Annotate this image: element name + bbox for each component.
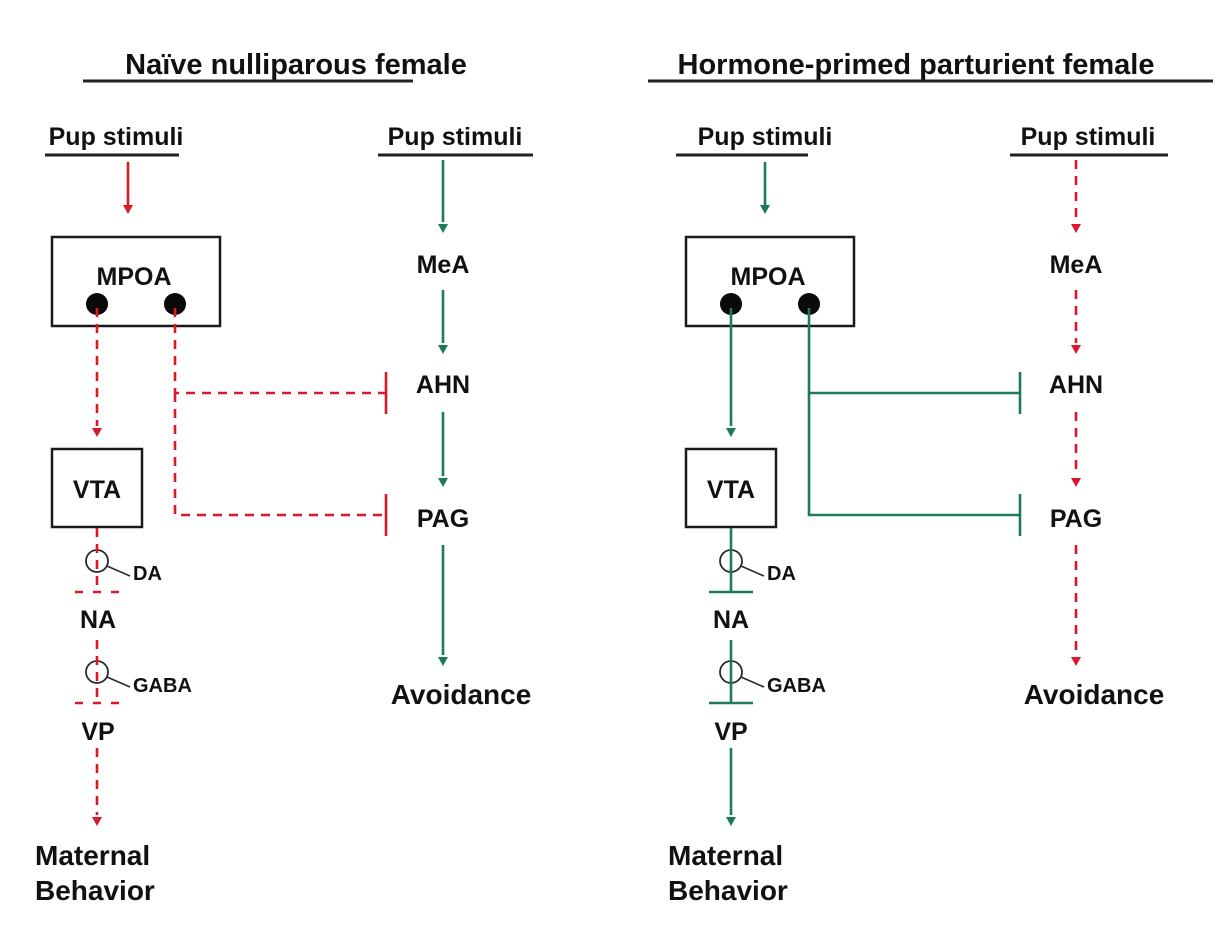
panel-title: Hormone-primed parturient female [678,49,1155,81]
mpoa-neuron-right [798,293,820,315]
arrowhead-icon [1071,657,1081,666]
arrowhead-icon [92,817,102,826]
panel-naive-female: Naïve nulliparous female Pup stimuli MPO… [35,49,533,906]
da-leader-line [106,565,131,577]
da-label: DA [767,563,796,585]
da-label: DA [133,563,162,585]
maternal-behavior-label-line1: Maternal [35,840,150,871]
vta-box [50,447,144,529]
edge-mpoa-to-ahn [173,308,386,395]
edge-mpoa-to-pag [807,393,1020,517]
avoidance-label: Avoidance [1024,679,1165,710]
mpoa-label: MPOA [731,263,806,291]
edge-mpoa-to-ahn [807,308,1020,395]
arrowhead-icon [726,817,736,826]
panel-edges [709,160,1081,826]
arrowhead-icon [438,657,448,666]
arrowhead-icon [760,205,770,214]
mpoa-neuron-left [720,293,742,315]
mea-label: MeA [1050,251,1103,279]
mpoa-label: MPOA [97,263,172,291]
arrowhead-icon [438,478,448,487]
vp-label: VP [714,718,747,746]
maternal-behavior-label-line1: Maternal [668,840,783,871]
panel-edges [75,160,448,826]
gaba-label: GABA [133,675,192,697]
pag-label: PAG [1050,505,1102,533]
mpoa-box [50,235,222,328]
arrowhead-icon [92,428,102,437]
arrowhead-icon [123,205,133,214]
arrowhead-icon [438,345,448,354]
na-label: NA [80,606,116,634]
gaba-leader-line [740,676,765,688]
edge-mpoa-to-pag [173,393,386,517]
vp-label: VP [81,718,114,746]
mpoa-box [684,235,856,328]
mpoa-neuron-left [86,293,108,315]
ahn-label: AHN [1049,371,1103,399]
pup-stimuli-label-right: Pup stimuli [1021,123,1156,151]
arrowhead-icon [726,428,736,437]
mea-label: MeA [417,251,470,279]
vta-box [684,447,778,529]
maternal-behavior-label-line2: Behavior [35,875,155,906]
arrowhead-icon [1071,478,1081,487]
arrowhead-icon [1071,345,1081,354]
na-label: NA [713,606,749,634]
gaba-label: GABA [767,675,826,697]
ahn-label: AHN [416,371,470,399]
pup-stimuli-label-left: Pup stimuli [698,123,833,151]
maternal-behavior-label-line2: Behavior [668,875,788,906]
arrowhead-icon [1071,224,1081,233]
pag-label: PAG [417,505,469,533]
vta-label: VTA [707,476,755,504]
pup-stimuli-label-right: Pup stimuli [388,123,523,151]
panel-primed-female: Hormone-primed parturient female Pup sti… [648,49,1213,906]
avoidance-label: Avoidance [391,679,532,710]
panel-title: Naïve nulliparous female [125,49,467,81]
mpoa-neuron-right [164,293,186,315]
da-leader-line [740,565,765,577]
gaba-leader-line [106,676,131,688]
pup-stimuli-label-left: Pup stimuli [49,123,184,151]
arrowhead-icon [438,224,448,233]
vta-label: VTA [73,476,121,504]
